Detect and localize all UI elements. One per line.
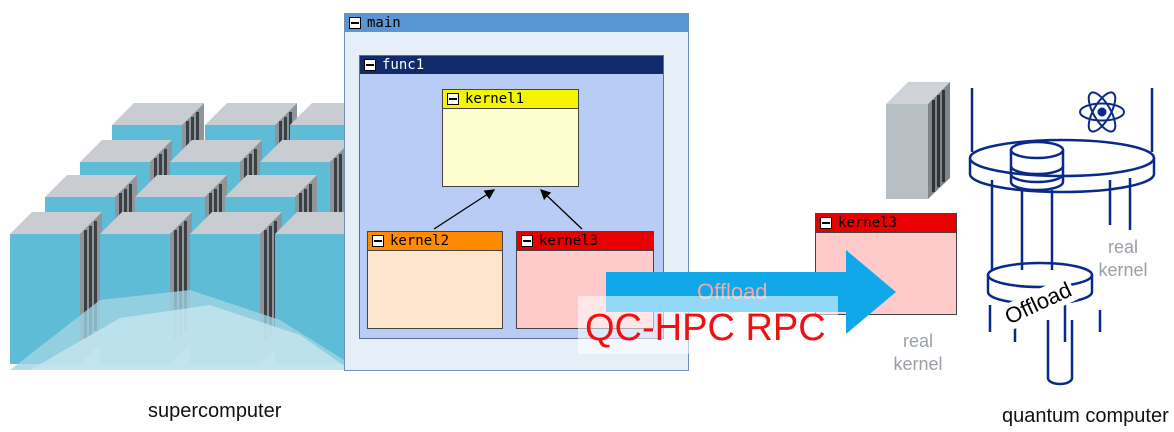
real-kernel-left-line2: kernel [893,354,943,374]
real-kernel-right-line2: kernel [1098,260,1148,280]
kernel1-window: kernel1 [442,89,579,187]
main-title: main [367,15,401,31]
kernel1-title-bar: kernel1 [443,90,578,109]
kernel2-minimize-icon[interactable] [372,235,384,247]
kernel3-title: kernel3 [539,233,599,249]
func1-title-bar: func1 [360,56,663,74]
real-kernel-label-right: real kernel [1088,236,1158,282]
remote-kernel3-title: kernel3 [838,215,898,231]
rpc-label: QC-HPC RPC [585,307,826,349]
main-minimize-icon[interactable] [349,17,361,29]
real-kernel-left-line1: real [902,331,933,351]
func1-minimize-icon[interactable] [364,59,376,71]
offload-arrow [606,250,896,334]
rpc-label-backdrop [578,296,838,354]
kernel3-title-bar: kernel3 [517,232,653,251]
quantum-computer-caption: quantum computer [1002,405,1169,427]
kernel2-title-bar: kernel2 [368,232,502,251]
kernel2-title: kernel2 [390,233,450,249]
supercomputer-caption: supercomputer [148,400,282,422]
server-tower-illustration [886,82,950,199]
kernel1-minimize-icon[interactable] [447,93,459,105]
real-kernel-right-line1: real [1107,237,1138,257]
supercomputer-illustration [10,103,382,370]
atom-icon [1079,91,1125,133]
dep-arrow-kernel2 [433,189,496,230]
real-kernel-label-left: real kernel [888,330,948,376]
kernel3-minimize-icon[interactable] [521,235,533,247]
kernel1-title: kernel1 [465,91,525,107]
dep-arrow-kernel3 [540,189,583,230]
main-title-bar: main [345,14,688,32]
func1-title: func1 [382,57,425,73]
kernel2-window: kernel2 [367,231,503,329]
remote-kernel3-minimize-icon[interactable] [820,217,832,229]
remote-kernel3-title-bar: kernel3 [816,214,956,233]
